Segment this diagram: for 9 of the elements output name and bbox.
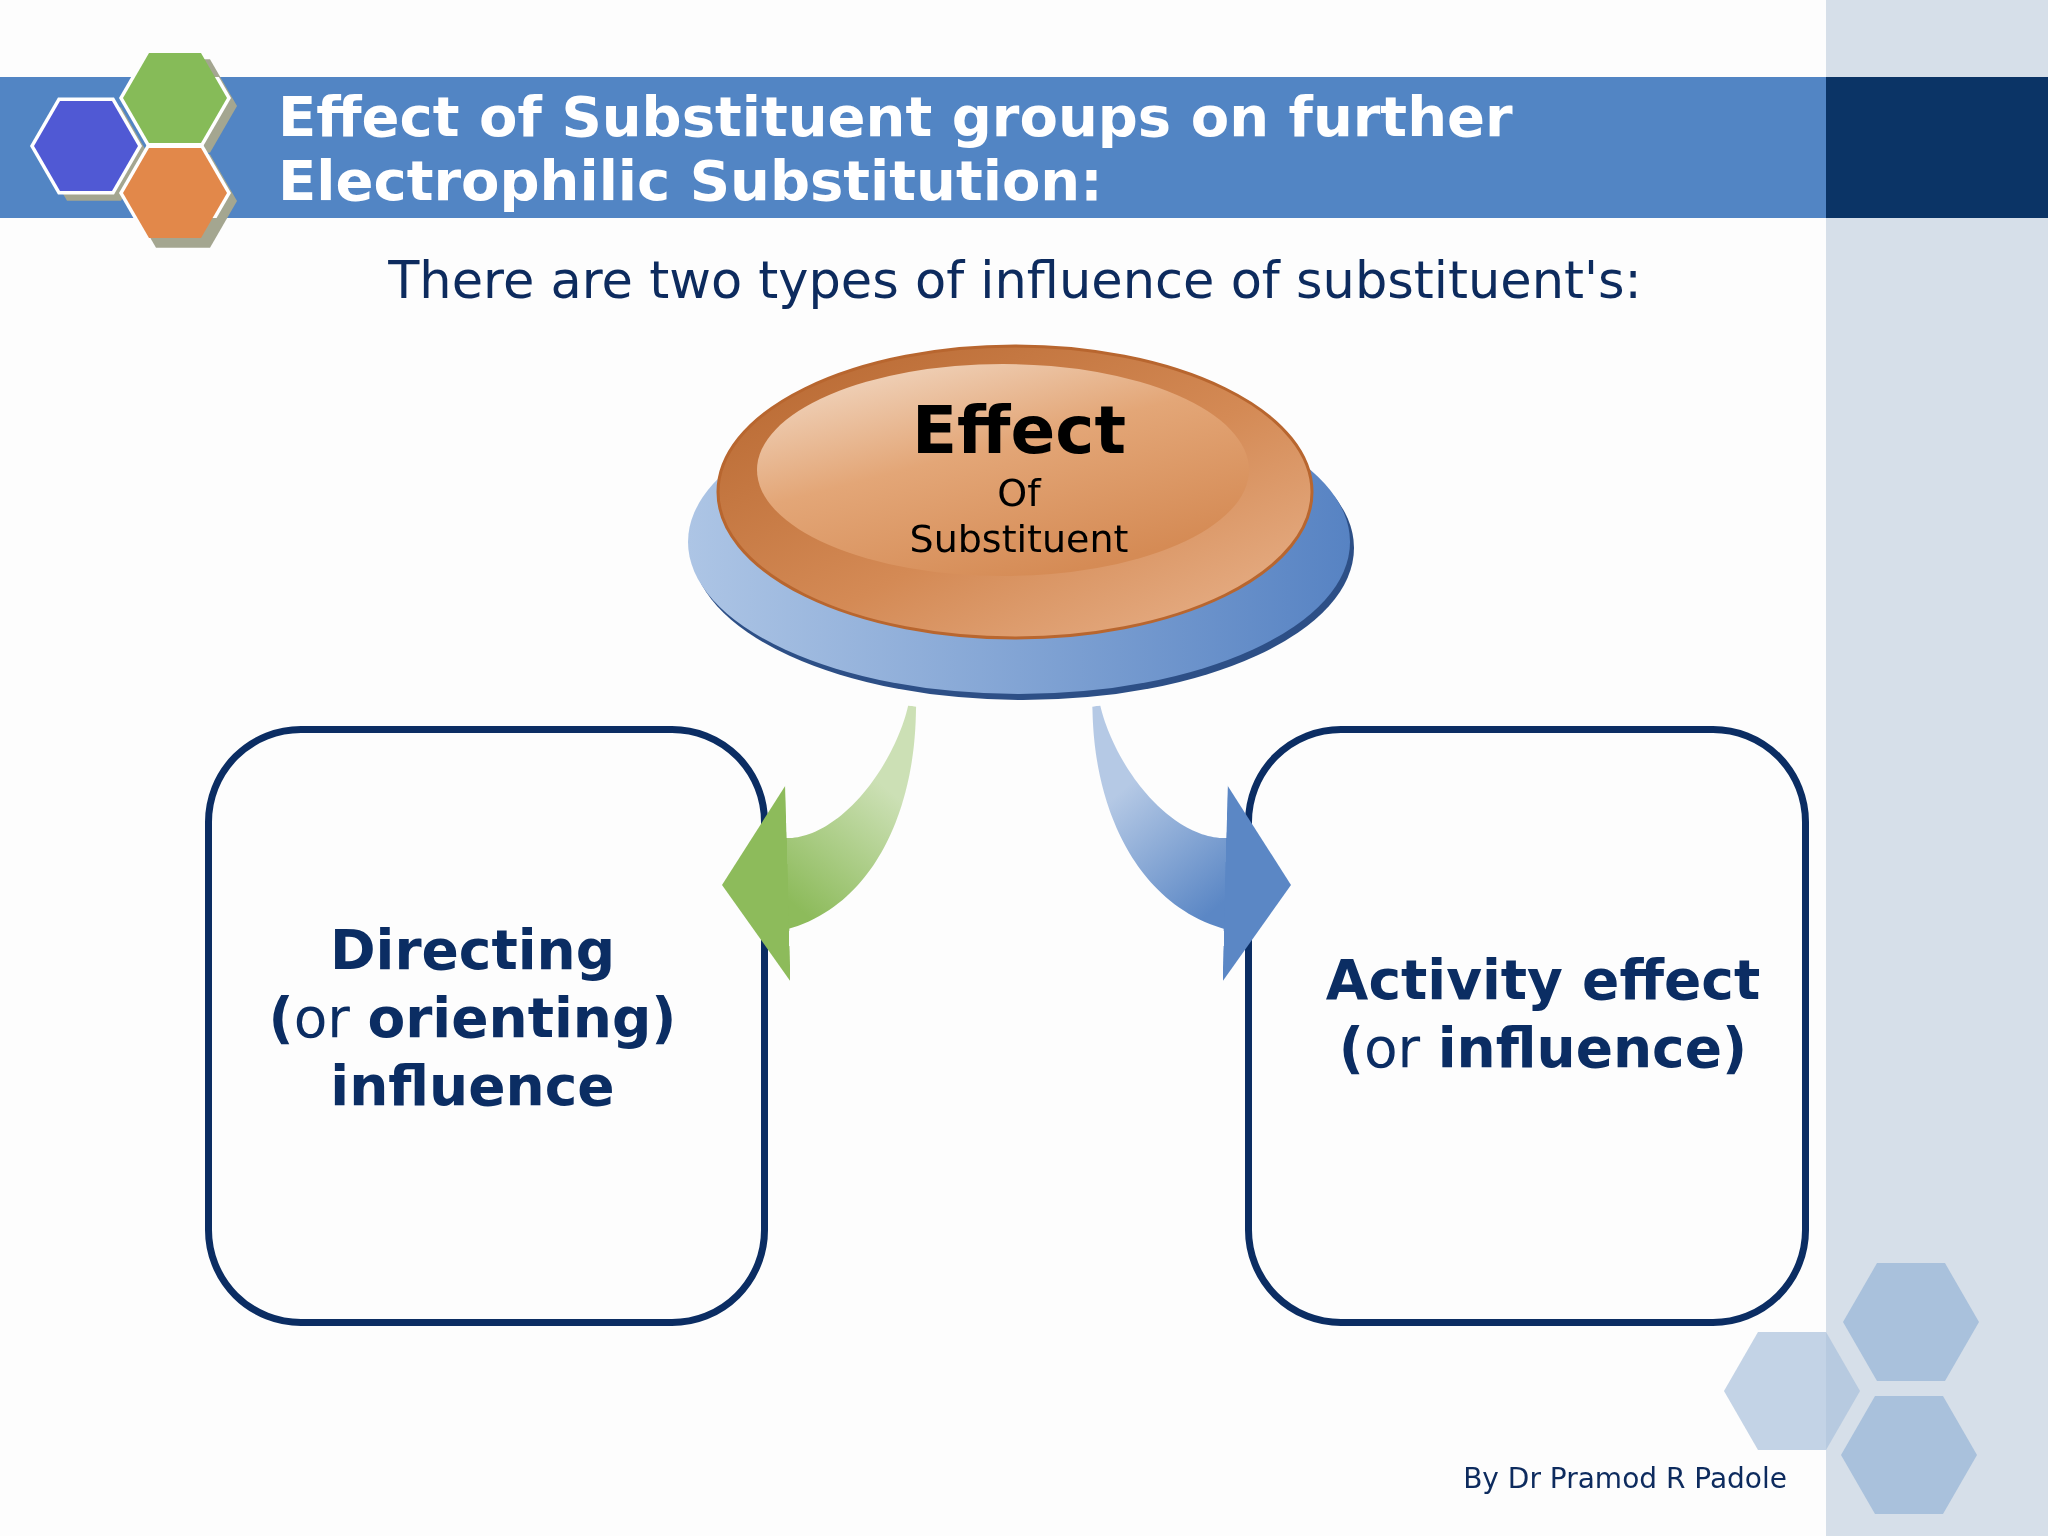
rounded-box: [205, 726, 768, 1326]
slide-title: Effect of Substituent groups on further Electrophilic Substitution:: [278, 85, 1514, 213]
node-title: Effect: [912, 394, 1126, 468]
node-subtitle: Of Substituent: [908, 470, 1130, 562]
box-label: Directing (or orienting) influence: [267, 917, 678, 1120]
box-label: Activity effect (or influence): [1324, 947, 1762, 1082]
author-credit: By Dr Pramod R Padole: [1463, 1461, 1787, 1496]
subtitle: There are two types of influence of substituent's:: [388, 250, 1642, 312]
rounded-box: [1245, 726, 1809, 1326]
